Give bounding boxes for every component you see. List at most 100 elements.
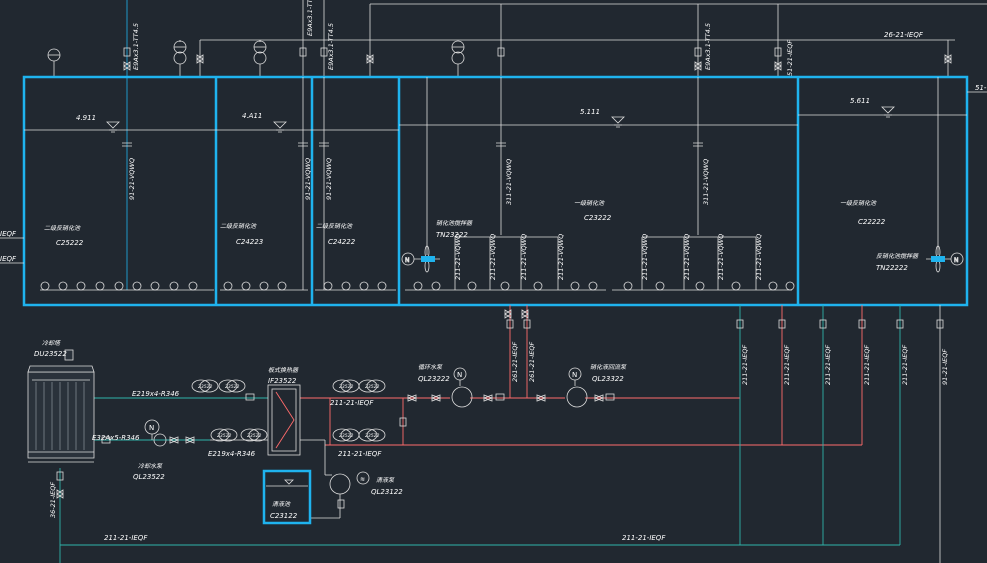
stirrer-name-1: 硝化池搅拌器 [436, 219, 473, 227]
svg-text:23522: 23522 [225, 384, 239, 390]
pump-icon [144, 367, 588, 495]
svg-text:N: N [954, 257, 959, 264]
sludge-pump-code: QL23322 [592, 375, 624, 383]
pipe-label-bottom-2: 211-21-IEQF [622, 534, 666, 542]
level-labels: 4.911 4.A11 5.111 5.611 [76, 97, 870, 122]
twin-valve-tags: 23522 23522 23522 23522 23522 23522 2352… [198, 384, 379, 439]
tank-names: 二级反硝化池 C25222 二级反硝化池 C24223 二级反硝化池 C2422… [44, 199, 886, 247]
svg-text:N: N [457, 371, 462, 379]
tank-vpipe-labels: 91-21-VQWQ 91-21-VQWQ 91-21-VQWQ 311-21-… [128, 158, 763, 280]
svg-text:23522: 23522 [217, 433, 231, 439]
level-label-1: 4.911 [76, 114, 96, 122]
pipe-label-e219-1: E219x4-R346 [132, 390, 180, 398]
aeration-label-5: 211-21-VQWQ [641, 234, 649, 280]
level-label-5: 5.611 [850, 97, 870, 105]
vpipe-label-2: 91-21-VQWQ [304, 158, 312, 200]
level-label-4: 5.111 [580, 108, 600, 116]
pipe-label-261-2: 261-21-IEQF [528, 341, 536, 382]
aeration-label-7: 211-21-VQWQ [717, 234, 725, 280]
top-pipe-labels: E9Ax3.1-TT4.5 E9Ax3.1-TT4.5 E9Ax3.1-TT4.… [132, 0, 924, 76]
cooling-tower-icon [27, 349, 95, 463]
circ-pump-name: 循环水泵 [418, 363, 443, 371]
vpipe-label-4: 311-21-VQWQ [505, 159, 513, 205]
white-pipes-lower [210, 305, 941, 563]
cooling-pump-name: 冷却水泵 [138, 462, 163, 470]
left-label-2: IEQF [0, 255, 17, 263]
water-levels [24, 106, 967, 133]
tank-code-4: C23222 [584, 214, 612, 222]
tank-code-2: C24223 [236, 238, 263, 246]
stirrer-code-2: TN22222 [876, 264, 908, 272]
svg-text:≋: ≋ [360, 476, 365, 483]
clean-pump-code: QL23122 [371, 488, 403, 496]
svg-text:23522: 23522 [198, 384, 212, 390]
heat-exchanger-code: IF23522 [268, 377, 297, 385]
top-pipe-label-d: E9Ax3.1-TT4.5 [704, 23, 712, 70]
pipe-label-right-1: 211-21-IEQF [741, 344, 749, 385]
vpipe-label-5: 311-21-VQWQ [702, 159, 710, 205]
tank-name-1: 二级反硝化池 [44, 224, 81, 232]
clean-tank-level [266, 479, 308, 487]
tower-bottom-label: 36-21-IEQF [49, 482, 57, 518]
pipe-label-right-3: 211-21-IEQF [824, 344, 832, 385]
twin-valve-icon [191, 379, 386, 442]
left-label-1: IEQF [0, 230, 17, 238]
heat-exchanger-coil [275, 391, 295, 449]
tank-name-2: 二级反硝化池 [220, 222, 257, 230]
svg-text:N: N [149, 424, 154, 432]
top-pipe-label-a: E9Ax3.1-TT4.5 [132, 23, 140, 70]
pump-letters: N N N ≋ [149, 371, 577, 483]
stirrer-blue [421, 256, 945, 262]
pipe-label-hx-1: 211-21-IEQF [330, 399, 374, 407]
level-label-2: 4.A11 [242, 112, 262, 120]
circ-pump-code: QL23222 [418, 375, 450, 383]
pipe-label-right-5: 211-21-IEQF [901, 344, 909, 385]
valve-group-lower [56, 309, 944, 509]
vpipe-label-3: 91-21-VQWQ [325, 158, 333, 200]
cooling-tower-fins [35, 382, 85, 450]
top-pipe-label-e: 51-21-IEQF [786, 40, 794, 76]
stirrer-name-2: 反硝化池搅拌器 [876, 252, 919, 260]
tank-code-5: C22222 [858, 218, 886, 226]
diffuser-icon [40, 281, 795, 291]
cooling-tower-name: 冷却塔 [42, 339, 61, 347]
svg-text:N: N [572, 371, 577, 379]
stirrer-code-1: TN23222 [436, 231, 468, 239]
clean-pump-name: 清液泵 [376, 476, 395, 484]
tank-name-5: 一级反硝化池 [840, 199, 877, 207]
cooling-tower-code: DU23522 [34, 350, 67, 358]
tank-name-4: 一级硝化池 [574, 199, 605, 207]
pipe-label-right-4: 211-21-IEQF [863, 344, 871, 385]
teal-pipes [59, 305, 901, 563]
inner-pipes [40, 77, 939, 291]
svg-text:23522: 23522 [247, 433, 261, 439]
tank-code-3: C24222 [328, 238, 356, 246]
aeration-label-6: 211-21-VQWQ [683, 234, 691, 280]
vpipe-label-1: 91-21-VQWQ [128, 158, 136, 200]
top-pipe-label-b: E9Ax3.1-TT4.5 [306, 0, 314, 36]
cooling-pump-code: QL23522 [133, 473, 165, 481]
svg-text:23522: 23522 [339, 384, 353, 390]
aeration-label-4: 211-21-VQWQ [557, 234, 565, 280]
tank-name-3: 二级反硝化池 [316, 222, 353, 230]
gauge-icon [47, 40, 465, 77]
pipe-label-right-6: 91-21-IEQF [941, 349, 949, 385]
clean-tank-icon [262, 469, 312, 525]
aeration-label-3: 211-21-VQWQ [520, 234, 528, 280]
clean-tank-name: 清液池 [272, 500, 291, 508]
valve-group-top [123, 47, 952, 71]
lower-pipe-labels: E219x4-R346 E219x4-R346 E32Ax5-R346 211-… [92, 341, 949, 542]
aeration-label-2: 211-21-VQWQ [489, 234, 497, 280]
svg-text:N: N [405, 257, 410, 264]
edge-labels [0, 91, 987, 264]
svg-text:23522: 23522 [339, 433, 353, 439]
aeration-label-8: 211-21-VQWQ [755, 234, 763, 280]
pipe-label-e32: E32Ax5-R346 [92, 434, 140, 442]
top-pipe-label-f: 26-21-IEQF [884, 31, 924, 39]
heat-exchanger-icon [267, 384, 301, 456]
pipe-label-e219-2: E219x4-R346 [208, 450, 256, 458]
right-label-1: 51- [975, 84, 987, 92]
pipe-label-bottom-1: 211-21-IEQF [104, 534, 148, 542]
svg-text:23522: 23522 [365, 433, 379, 439]
pipe-label-hx-2: 211-21-IEQF [338, 450, 382, 458]
